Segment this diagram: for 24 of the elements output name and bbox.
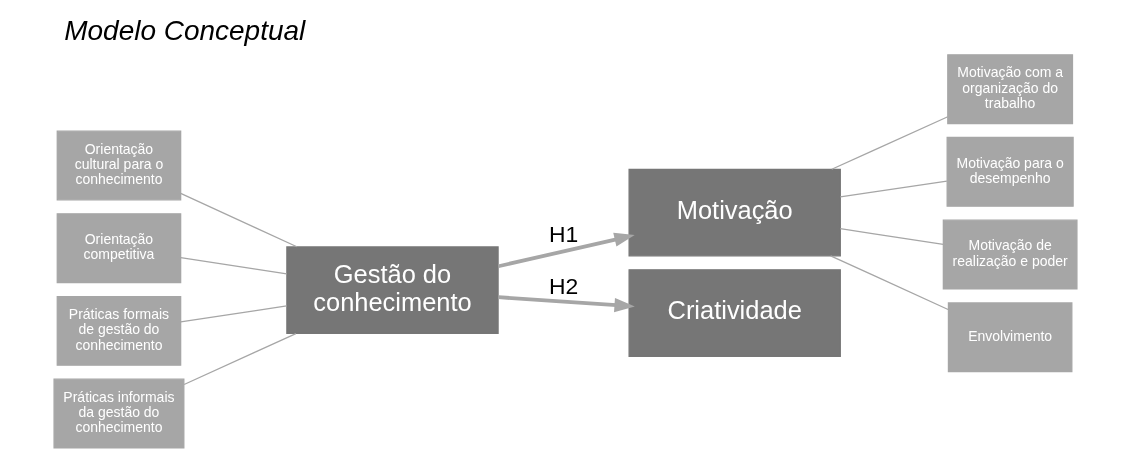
node-box: Práticas informais da gestão do conhecimento xyxy=(52,378,184,449)
node-box: Envolvimento xyxy=(947,301,1072,372)
edge-label: H2 xyxy=(548,272,578,299)
connector xyxy=(830,115,948,170)
node-box: Motivação com a organização do trabalho xyxy=(946,53,1073,124)
edge-label: H1 xyxy=(548,220,578,247)
connector xyxy=(829,254,949,310)
connector xyxy=(179,256,287,275)
diagram-title: Modelo Conceptual xyxy=(63,14,305,46)
node-box: Orientação competitiva xyxy=(56,212,181,283)
node-box: Gestão do conhecimento xyxy=(285,245,499,334)
node-box: Orientação cultural para o conhecimento xyxy=(56,130,181,200)
node-box: Práticas formais de gestão do conhecimento xyxy=(56,295,181,366)
node-box: Motivação de realização e poder xyxy=(942,219,1078,290)
connector xyxy=(179,304,287,322)
connector xyxy=(179,192,297,247)
arrow xyxy=(497,294,635,312)
node-box: Motivação para o desempenho xyxy=(946,136,1074,207)
connector xyxy=(839,227,944,245)
node-box: Motivação xyxy=(627,168,841,256)
node-box: Criatividade xyxy=(627,268,841,357)
arrow xyxy=(497,232,635,268)
connector xyxy=(182,332,297,385)
connector xyxy=(839,179,947,198)
